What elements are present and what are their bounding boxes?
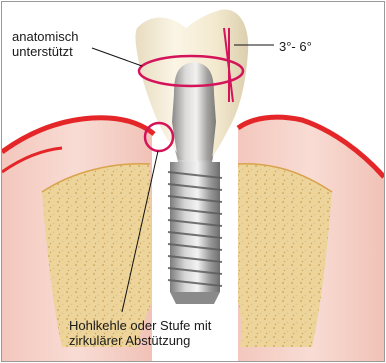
label-anatomic-line2: unterstützt [12,44,78,59]
implant-screw [168,162,222,304]
label-angle: 3°- 6° [279,39,312,54]
label-chamfer-line1: Hohlkehle oder Stufe mit [69,318,211,333]
anatomic-leader [92,48,142,66]
label-anatomic-support: anatomisch unterstützt [12,29,78,59]
label-anatomic-line1: anatomisch [12,29,78,44]
label-chamfer-line2: zirkulärer Abstützung [69,333,211,348]
label-chamfer: Hohlkehle oder Stufe mit zirkulärer Abst… [69,318,211,348]
